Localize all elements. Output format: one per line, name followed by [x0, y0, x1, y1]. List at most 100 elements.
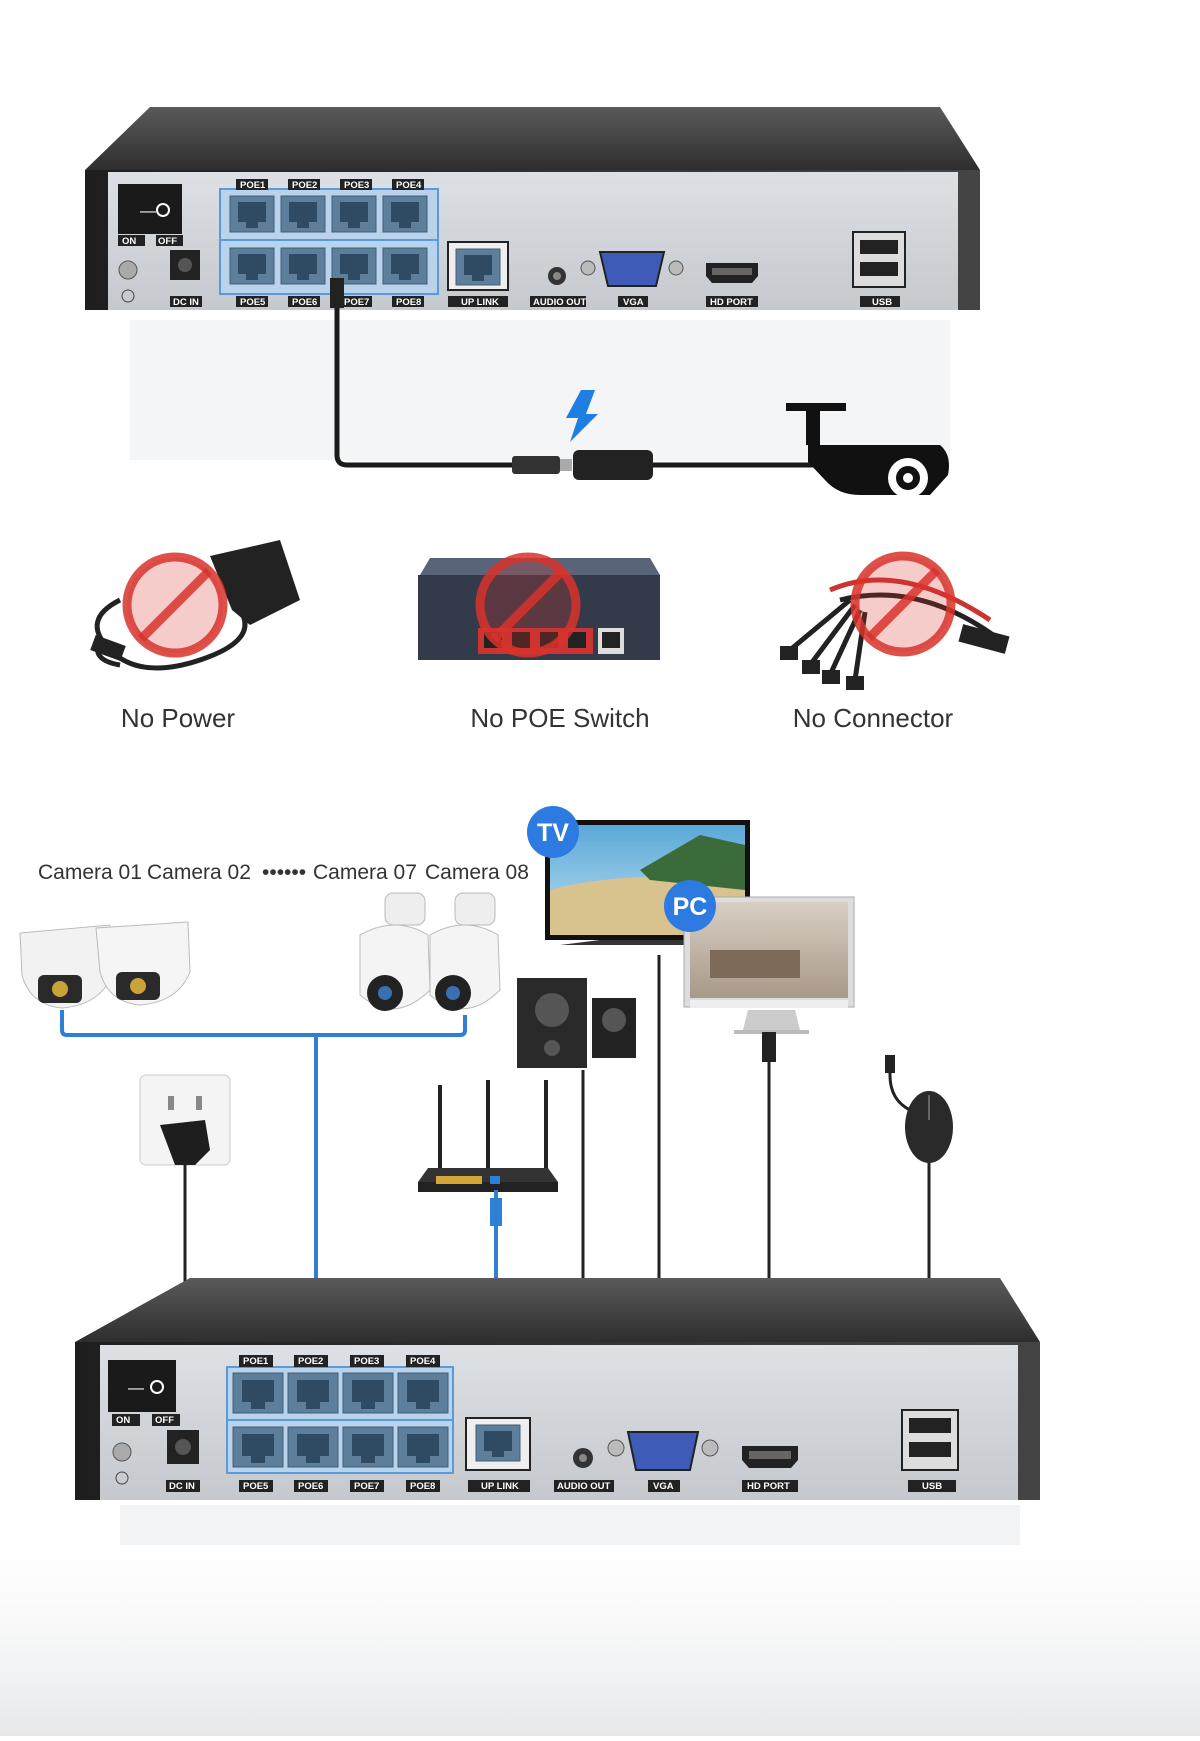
- ellipsis-label: ••••••: [262, 861, 306, 884]
- switch-on-label: ON: [122, 236, 136, 247]
- poe-label: POE4: [410, 1356, 436, 1367]
- uplink-label: UP LINK: [481, 1481, 519, 1492]
- power-switch[interactable]: [108, 1360, 176, 1412]
- poe-label: POE3: [354, 1356, 379, 1367]
- poe5-port[interactable]: [229, 247, 275, 285]
- camera-02-label: Camera 02: [147, 861, 251, 884]
- bullet-camera-icon: [786, 403, 949, 498]
- poe1-port[interactable]: [229, 195, 275, 233]
- rj45-connector: [512, 456, 560, 474]
- mouse-icon: [885, 1055, 953, 1163]
- power-switch[interactable]: [118, 184, 182, 234]
- poe7-port[interactable]: [342, 1426, 394, 1468]
- usb-label: USB: [922, 1481, 942, 1492]
- speaker-icon: [517, 978, 636, 1068]
- tv-badge-label: TV: [537, 819, 569, 847]
- nvr-reflection: [120, 1505, 1020, 1545]
- poe-label: POE7: [354, 1481, 379, 1492]
- ground-symbol-icon: [115, 1471, 129, 1485]
- switch-circle-icon: [156, 203, 170, 217]
- poe-top-labels: POE1 POE2 POE3 POE4 POE5 POE6 POE7 POE8: [236, 179, 424, 308]
- router-icon: [418, 1080, 558, 1192]
- poe-label: POE5: [243, 1481, 269, 1492]
- pc-badge-label: PC: [673, 893, 708, 921]
- poe3-port[interactable]: [331, 195, 377, 233]
- poe-label: POE8: [396, 297, 421, 308]
- usb-label: USB: [872, 297, 892, 308]
- poe5-port[interactable]: [232, 1426, 284, 1468]
- poe-label: POE7: [344, 297, 369, 308]
- camera-connector: [573, 450, 653, 480]
- not-needed-section: No Power No POE Switch: [90, 540, 1010, 733]
- poe-label: POE2: [298, 1356, 323, 1367]
- hd-port-label: HD PORT: [710, 297, 753, 308]
- nvr-bottom: — ON OFF DC IN POE1 POE2 POE3 POE4: [0, 1278, 1200, 1736]
- vga-port[interactable]: [626, 1431, 700, 1471]
- ground-screw-icon: [118, 260, 138, 280]
- poe8-port[interactable]: [382, 247, 428, 285]
- poe8-port[interactable]: [397, 1426, 449, 1468]
- prohibit-icon: [122, 552, 228, 658]
- wall-socket-icon: [139, 1074, 231, 1166]
- camera-01-label: Camera 01: [38, 861, 142, 884]
- poe-label: POE1: [240, 180, 266, 191]
- poe-label: POE3: [344, 180, 369, 191]
- ground-screw-icon: [112, 1442, 132, 1462]
- prohibit-icon: [850, 551, 956, 657]
- poe2-port[interactable]: [280, 195, 326, 233]
- poe3-port[interactable]: [342, 1372, 394, 1414]
- switch-on-label: ON: [116, 1415, 130, 1426]
- dc-in-label: DC IN: [173, 297, 199, 308]
- poe-label: POE4: [396, 180, 422, 191]
- nvr-lid: [85, 107, 980, 170]
- ptz-camera-icon: [429, 892, 501, 1011]
- poe6-port[interactable]: [287, 1426, 339, 1468]
- tv-badge: [527, 806, 579, 858]
- dome-camera-icon: [19, 924, 113, 1009]
- nvr-reflection: [130, 320, 950, 460]
- poe-bottom-labels: POE1 POE2 POE3 POE4 POE5 POE6 POE7 POE8: [239, 1355, 440, 1492]
- poe-label: POE6: [298, 1481, 323, 1492]
- audio-out-label: AUDIO OUT: [533, 297, 587, 308]
- switch-circle-icon: [150, 1380, 164, 1394]
- poe2-port[interactable]: [287, 1372, 339, 1414]
- uplink-label: UP LINK: [461, 297, 499, 308]
- poe-label: POE1: [243, 1356, 269, 1367]
- poe4-port[interactable]: [397, 1372, 449, 1414]
- poe-label: POE2: [292, 180, 317, 191]
- ethernet-cable: [334, 308, 515, 468]
- vga-label: VGA: [653, 1481, 674, 1492]
- switch-dash-icon: —: [140, 203, 156, 220]
- switch-off-label: OFF: [158, 236, 177, 247]
- camera-bus-cable: [60, 1010, 467, 1037]
- pc-badge: [664, 880, 716, 932]
- power-adapter-icon: [90, 540, 300, 671]
- connection-diagram: Camera 01 Camera 02 •••••• Camera 07 Cam…: [19, 806, 953, 1440]
- dc-in-label: DC IN: [169, 1481, 195, 1492]
- vga-label: VGA: [623, 297, 644, 308]
- vga-port[interactable]: [598, 251, 666, 287]
- lightning-icon: [566, 390, 598, 442]
- poe4-port[interactable]: [382, 195, 428, 233]
- ground-symbol-icon: [121, 289, 135, 303]
- no-connector-label: No Connector: [793, 703, 954, 733]
- poe6-port[interactable]: [280, 247, 326, 285]
- nvr-lid: [75, 1278, 1040, 1342]
- no-poe-switch-label: No POE Switch: [470, 703, 649, 733]
- poe1-port[interactable]: [232, 1372, 284, 1414]
- poe-label: POE5: [240, 297, 266, 308]
- dome-camera-icon: [95, 921, 191, 1006]
- nvr-top: — ON OFF DC IN POE1 POE2 POE3: [85, 107, 980, 498]
- switch-dash-icon: —: [128, 1380, 144, 1397]
- poe-label: POE6: [292, 297, 317, 308]
- poe-label: POE8: [410, 1481, 435, 1492]
- audio-out-label: AUDIO OUT: [557, 1481, 611, 1492]
- prohibit-icon: [475, 552, 581, 658]
- switch-off-label: OFF: [155, 1415, 174, 1426]
- ptz-camera-icon: [359, 892, 431, 1011]
- ethernet-plug: [330, 278, 344, 308]
- no-power-label: No Power: [121, 703, 235, 733]
- camera-07-label: Camera 07: [313, 861, 417, 884]
- camera-08-label: Camera 08: [425, 861, 529, 884]
